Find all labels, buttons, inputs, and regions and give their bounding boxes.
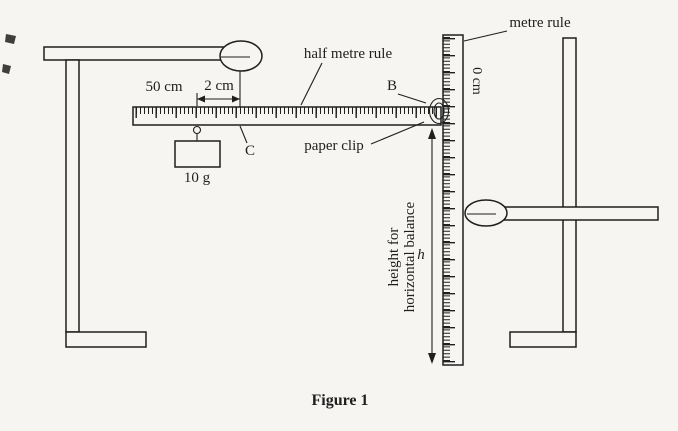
label-2cm: 2 cm	[204, 78, 234, 94]
leader-line	[370, 121, 425, 145]
label-c: C	[245, 143, 255, 159]
label-50cm: 50 cm	[145, 79, 182, 95]
leader-line	[463, 30, 508, 42]
scan-mark	[2, 64, 11, 74]
paper-clip-inner-icon	[433, 102, 445, 120]
leader-line	[300, 62, 323, 106]
clamp-jaw-icon	[464, 199, 508, 227]
leader-line	[397, 93, 427, 104]
label-paper-clip: paper clip	[304, 138, 364, 154]
label-height-line1: height for	[386, 228, 402, 287]
label-half-metre-rule: half metre rule	[304, 46, 393, 62]
metre-rule-callout: metre rule	[463, 15, 571, 42]
retort-stand-left	[43, 46, 239, 348]
stand-arm-right	[493, 206, 659, 221]
arrow-down-icon	[428, 353, 436, 364]
stand-foot-left	[65, 331, 147, 348]
clamp-left-icon	[219, 40, 263, 107]
metre-rule	[442, 34, 464, 366]
leader-line	[239, 125, 248, 144]
paper-clip-callout: paper clip	[304, 121, 425, 154]
half-metre-rule-callout: half metre rule	[300, 46, 393, 106]
stand-arm-left	[43, 46, 239, 61]
scan-mark	[5, 34, 16, 44]
stand-rod-right	[562, 37, 577, 333]
clamp-right-icon	[464, 199, 508, 227]
figure-caption: Figure 1	[311, 392, 368, 409]
mass-block	[174, 140, 221, 168]
clamp-jaw-icon	[219, 40, 263, 72]
mass-label: 10 g	[184, 170, 211, 186]
hook-icon	[192, 125, 202, 135]
metre-rule-body	[442, 34, 464, 366]
h-dimension: h	[417, 128, 436, 364]
label-height-line2: horizontal balance	[402, 201, 418, 312]
arrow-left-icon	[197, 95, 205, 103]
arrow-up-icon	[428, 128, 436, 139]
point-b: B	[387, 78, 427, 104]
height-caption: height for horizontal balance	[386, 201, 418, 312]
point-c: C	[239, 125, 255, 159]
stand-rod-left	[65, 59, 80, 333]
label-metre-rule: metre rule	[509, 15, 571, 31]
arrow-right-icon	[232, 95, 240, 103]
label-b: B	[387, 78, 397, 94]
retort-stand-right	[493, 37, 659, 348]
label-h: h	[417, 247, 425, 263]
paper-clip-loop	[428, 97, 450, 125]
half-metre-rule	[132, 106, 442, 126]
label-0cm: 0 cm	[469, 67, 484, 95]
paper-clip-icon	[428, 97, 450, 125]
mass-10g: 10 g	[174, 125, 221, 186]
half-metre-rule-body	[132, 106, 442, 126]
stand-foot-right	[509, 331, 577, 348]
dimension-2cm: 2 cm 50 cm	[145, 78, 240, 106]
